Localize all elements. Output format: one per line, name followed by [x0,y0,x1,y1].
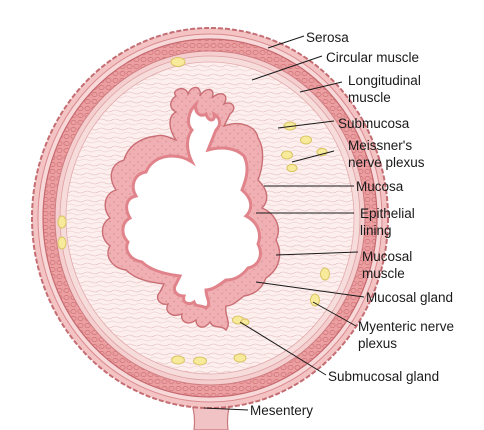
label-epithelial-1: Epithelial [360,206,415,221]
lumen-epithelium [121,99,262,310]
nerve-plexus-ganglia [57,57,330,366]
label-mesentery: Mesentery [250,403,313,418]
label-meissners-2: nerve plexus [348,155,425,170]
label-longitudinal-muscle-2: muscle [348,90,391,105]
label-meissners-1: Meissner's [348,138,412,153]
label-myenteric-1: Myenteric nerve [358,319,454,334]
label-serosa: Serosa [306,30,349,45]
label-submucosa: Submucosa [338,116,410,131]
label-mucosal-gland: Mucosal gland [366,290,453,305]
labels: Serosa Circular muscle Longitudinal musc… [250,30,454,418]
label-mucosal-muscle-2: muscle [362,266,405,281]
label-epithelial-2: lining [360,223,392,238]
leader-lines [203,35,365,411]
label-circular-muscle: Circular muscle [326,50,419,65]
label-myenteric-2: plexus [358,336,397,351]
label-mucosal-muscle-1: Mucosal [362,249,412,264]
label-mucosa: Mucosa [356,179,404,194]
label-submucosal-gland: Submucosal gland [328,369,439,384]
label-longitudinal-muscle-1: Longitudinal [348,73,421,88]
